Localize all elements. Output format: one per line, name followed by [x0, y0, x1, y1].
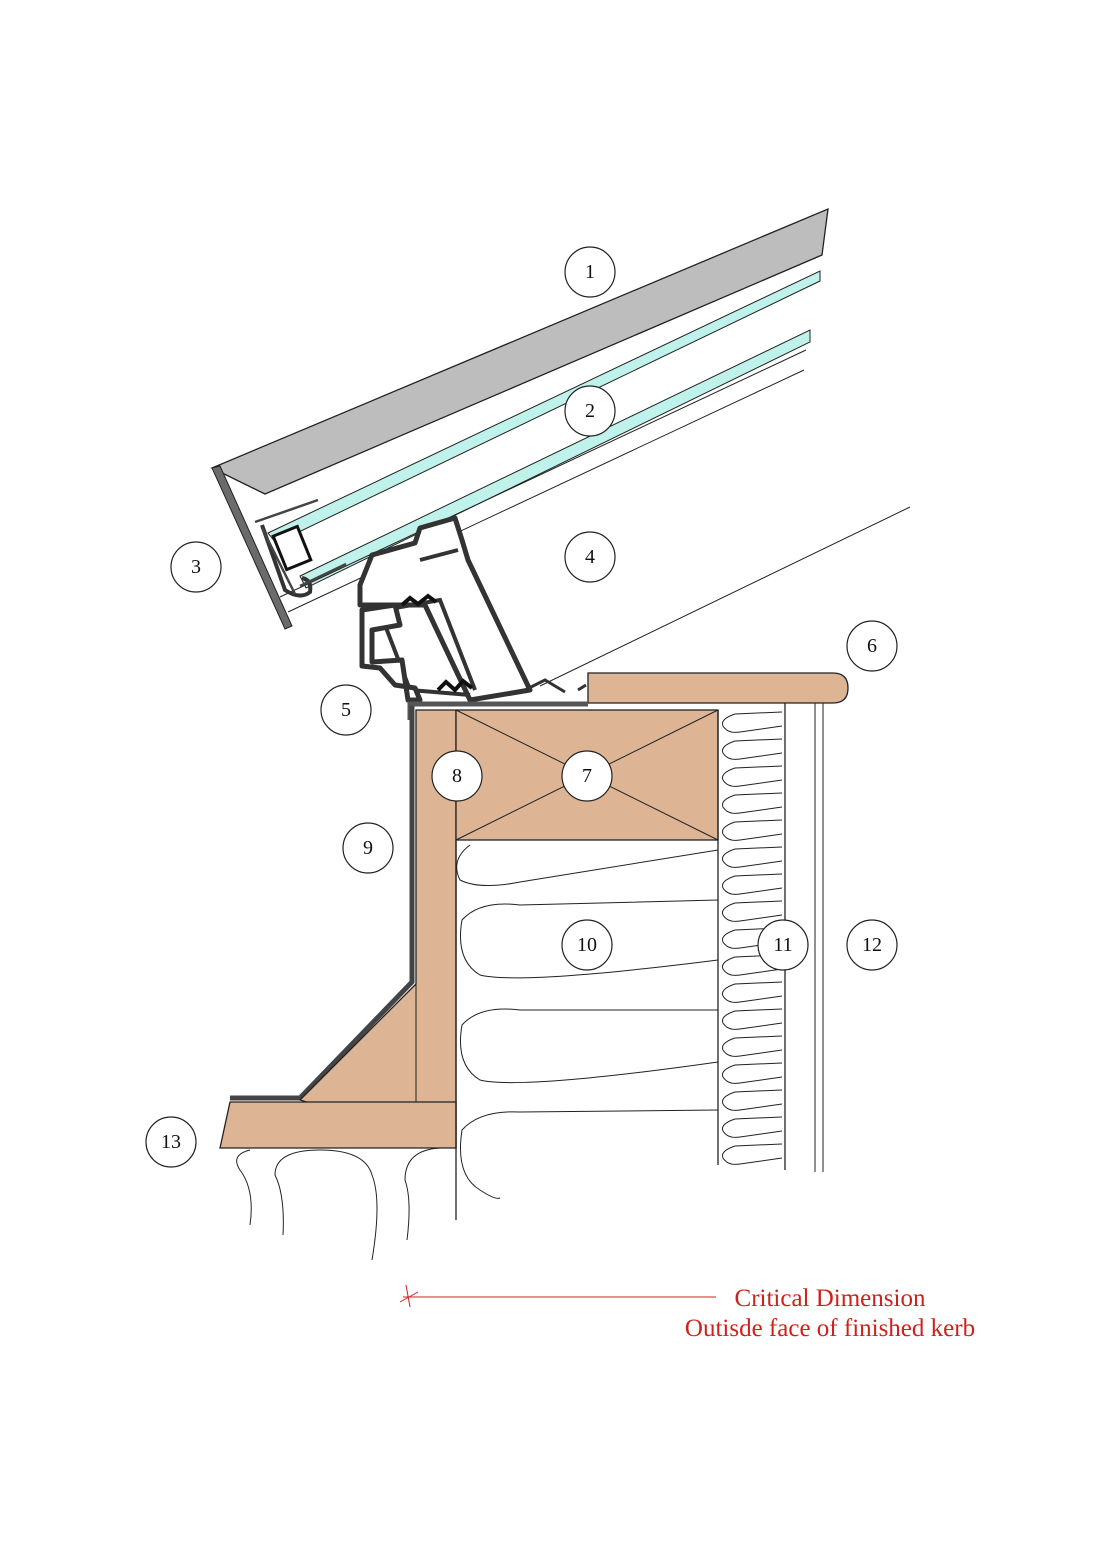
callout-circle: [564, 246, 616, 298]
thermal-break-upper: [400, 593, 438, 607]
callout-1: 1: [564, 246, 616, 298]
callout-11: 11: [757, 919, 809, 971]
liner-line: [279, 349, 807, 598]
callout-4: 4: [564, 531, 616, 583]
insulation-batt: [456, 844, 719, 1199]
roof-deck: [219, 1101, 457, 1149]
callout-circle: [561, 919, 613, 971]
callout-number: 3: [191, 556, 201, 578]
callout-circle: [342, 822, 394, 874]
kerb-cap-board: [587, 672, 849, 704]
callout-circle: [757, 919, 809, 971]
annotation-line1: Critical Dimension: [735, 1285, 926, 1312]
callout-number: 9: [363, 837, 373, 859]
callout-7: 7: [561, 750, 613, 802]
callout-13: 13: [145, 1116, 197, 1168]
kerb-seal: [524, 678, 587, 694]
callout-6: 6: [846, 620, 898, 672]
callout-circle: [320, 684, 372, 736]
critical-dimension-tick: [399, 1284, 419, 1308]
callout-10: 10: [561, 919, 613, 971]
callout-number: 12: [862, 934, 882, 956]
callout-number: 5: [341, 699, 351, 721]
annotation-line2: Outisde face of finished kerb: [685, 1315, 975, 1342]
spacer-bar: [271, 524, 313, 572]
upstand-flashing: [230, 706, 415, 1101]
seal-strip: [254, 498, 347, 595]
callout-number: 11: [773, 934, 792, 956]
callout-3: 3: [170, 541, 222, 593]
callout-circle: [846, 919, 898, 971]
callout-number: 2: [585, 400, 595, 422]
glazing-upper-pane: [267, 270, 821, 544]
callout-12: 12: [846, 919, 898, 971]
callout-number: 4: [585, 546, 595, 568]
callout-number: 1: [585, 261, 595, 283]
callout-number: 8: [452, 765, 462, 787]
callout-number: 10: [577, 934, 597, 956]
callout-number: 7: [582, 765, 592, 787]
callout-2: 2: [564, 385, 616, 437]
wall-insulation-pattern: [722, 711, 783, 1165]
callout-circle: [431, 750, 483, 802]
thermal-break-lower: [436, 678, 474, 693]
callout-circle: [561, 750, 613, 802]
callout-8: 8: [431, 750, 483, 802]
callout-9: 9: [342, 822, 394, 874]
soffit-line: [539, 506, 911, 687]
callout-5: 5: [320, 684, 372, 736]
roof-panel: [210, 207, 829, 495]
callout-circle: [846, 620, 898, 672]
eaves-trim: [211, 465, 293, 630]
callout-circle: [564, 385, 616, 437]
eaves-drip: [260, 524, 313, 598]
callout-circle: [145, 1116, 197, 1168]
deck-insulation-pattern: [236, 1147, 457, 1261]
callout-circle: [170, 541, 222, 593]
lower-frame-profile: [359, 602, 423, 703]
callout-number: 6: [867, 635, 877, 657]
callout-circle: [564, 531, 616, 583]
callout-number: 13: [161, 1131, 181, 1153]
